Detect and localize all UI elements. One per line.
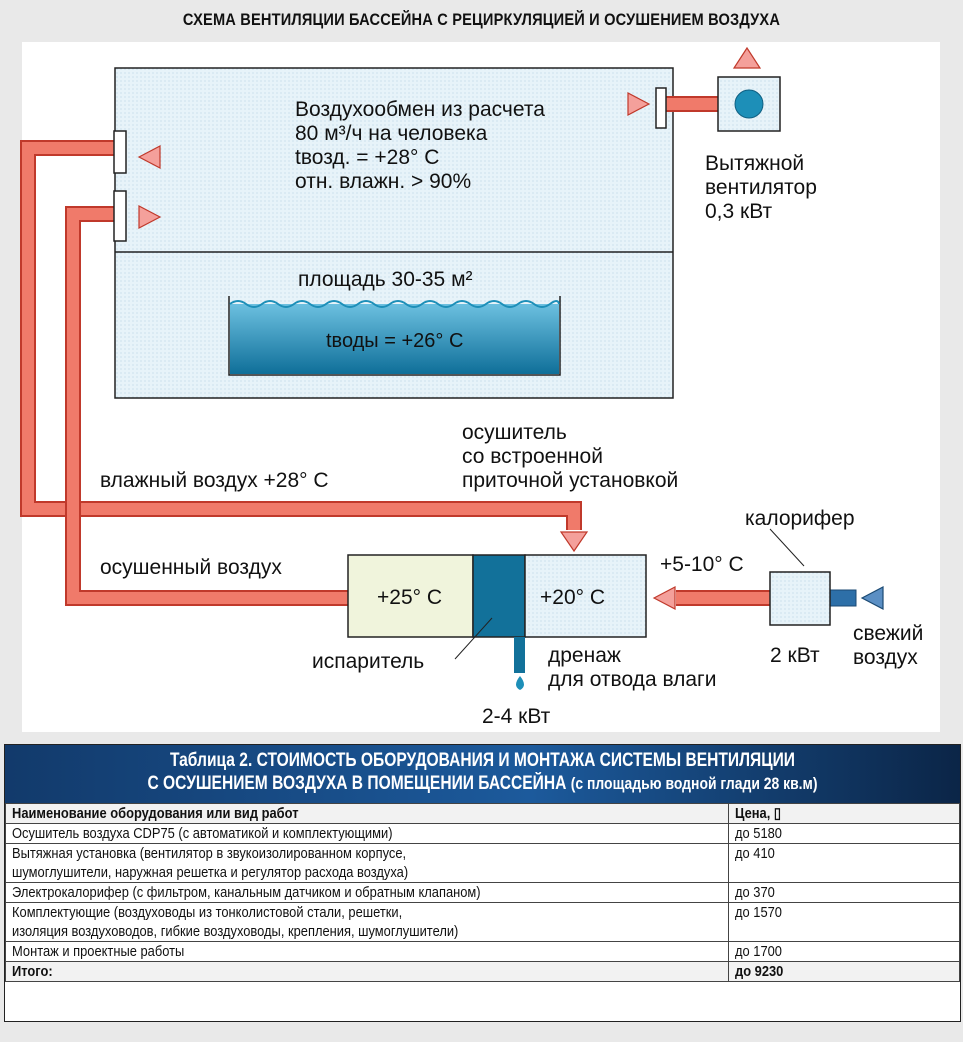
arrow-right-icon	[138, 205, 162, 229]
pool-waves	[229, 300, 560, 308]
supply-temp-label: +5-10° С	[660, 553, 744, 576]
diagram-title: СХЕМА ВЕНТИЛЯЦИИ БАССЕЙНА С РЕЦИРКУЛЯЦИЕ…	[182, 10, 781, 29]
table-row: Электрокалорифер (с фильтром, канальным …	[5, 882, 960, 903]
dryer-cool-section	[524, 554, 647, 638]
heater-label: калорифер	[745, 507, 855, 530]
table-row: Вытяжная установка (вентилятор в звукоиз…	[5, 843, 960, 883]
row-price: до 410	[728, 843, 960, 883]
row-name: Осушитель воздуха CDP75 (с автоматикой и…	[5, 823, 729, 844]
arrow-left-icon	[137, 145, 161, 169]
row-price: до 5180	[728, 823, 960, 844]
exhaust-fan-power: 0,3 кВт	[705, 200, 773, 223]
arrow-down-icon	[559, 531, 589, 553]
exhaust-fan-label-1: Вытяжной	[705, 152, 805, 175]
water-drop-icon	[516, 676, 524, 690]
evaporator-pointer	[454, 617, 493, 660]
row-price: до 370	[728, 882, 960, 903]
row-name: Вытяжная установка (вентилятор в звукоиз…	[5, 843, 729, 883]
heater-box	[769, 571, 831, 626]
drain-label-1: дренаж	[548, 644, 621, 667]
fan-icon	[734, 89, 764, 119]
dryer-label-2: со встроенной	[462, 445, 603, 468]
cost-table: Таблица 2. СТОИМОСТЬ ОБОРУДОВАНИЯ И МОНТ…	[4, 744, 961, 1022]
table-row: Осушитель воздуха CDP75 (с автоматикой и…	[5, 823, 960, 844]
dryer-warm-section	[347, 554, 474, 638]
row-price: до 1700	[728, 941, 960, 962]
total-label: Итого:	[5, 961, 729, 982]
arrow-right-icon	[627, 92, 651, 116]
exhaust-fan-label-2: вентилятор	[705, 176, 817, 199]
fresh-air-duct	[829, 589, 857, 607]
warm-section-temp: +25° С	[377, 586, 443, 609]
table-caption: Таблица 2. СТОИМОСТЬ ОБОРУДОВАНИЯ И МОНТ…	[5, 745, 960, 803]
fresh-air-label-1: свежий	[853, 622, 924, 645]
table-row: Монтаж и проектные работы до 1700	[5, 941, 960, 962]
evaporator-block	[472, 554, 526, 638]
cool-section-temp: +20° С	[540, 586, 606, 609]
row-price: до 1570	[728, 902, 960, 942]
fresh-air-label-2: воздух	[853, 646, 918, 669]
pool-basin	[228, 296, 561, 376]
row-name: Электрокалорифер (с фильтром, канальным …	[5, 882, 729, 903]
table-caption-line-2: С ОСУШЕНИЕМ ВОЗДУХА В ПОМЕЩЕНИИ БАССЕЙНА…	[91, 772, 874, 795]
table-caption-note: (с площадью водной глади 28 кв.м)	[570, 774, 818, 793]
dryer-label-3: приточной установкой	[462, 469, 679, 492]
total-price: до 9230	[728, 961, 960, 982]
pool-area-label: площадь 30-35 м²	[298, 268, 473, 291]
table-caption-line-1: Таблица 2. СТОИМОСТЬ ОБОРУДОВАНИЯ И МОНТ…	[170, 750, 795, 771]
table-total-row: Итого: до 9230	[5, 961, 960, 982]
row-name: Монтаж и проектные работы	[5, 941, 729, 962]
row-name: Комплектующие (воздуховоды из тонколисто…	[5, 902, 729, 942]
room-info-line-1: Воздухообмен из расчета	[295, 98, 545, 121]
ventilation-diagram	[20, 46, 884, 690]
heater-pointer	[769, 528, 805, 567]
water-temp-label: tводы = +26° С	[326, 330, 464, 352]
exhaust-grille	[113, 130, 127, 174]
table-caption-main: С ОСУШЕНИЕМ ВОЗДУХА В ПОМЕЩЕНИИ БАССЕЙНА	[147, 773, 567, 794]
supply-grille	[113, 190, 127, 242]
dried-air-label: осушенный воздух	[100, 556, 282, 579]
drain-label-2: для отвода влаги	[548, 668, 717, 691]
table-row: Комплектующие (воздуховоды из тонколисто…	[5, 902, 960, 942]
column-header-price: Цена, ▯	[728, 803, 960, 824]
dryer-power-label: 2-4 кВт	[482, 705, 551, 728]
humid-air-duct	[20, 140, 582, 530]
column-header-name: Наименование оборудования или вид работ	[5, 803, 729, 824]
dried-air-duct	[65, 206, 348, 606]
room-info-line-3: tвозд. = +28° С	[295, 146, 440, 169]
arrow-left-icon	[860, 586, 884, 610]
pool-water	[230, 304, 559, 374]
table-header-row: Наименование оборудования или вид работ …	[5, 803, 960, 824]
drain-pipe	[514, 637, 525, 673]
room-info-line-2: 80 м³/ч на человека	[295, 122, 488, 145]
cost-table-grid: Наименование оборудования или вид работ …	[5, 803, 960, 982]
exhaust-fan-grille	[655, 87, 667, 129]
humid-air-label: влажный воздух +28° С	[100, 469, 329, 492]
evaporator-label: испаритель	[312, 650, 425, 673]
room-info-line-4: отн. влажн. > 90%	[295, 170, 472, 193]
arrow-up-icon	[732, 46, 762, 69]
heater-power-label: 2 кВт	[770, 644, 820, 667]
arrow-left-icon	[652, 586, 676, 610]
dryer-label-1: осушитель	[462, 421, 567, 444]
